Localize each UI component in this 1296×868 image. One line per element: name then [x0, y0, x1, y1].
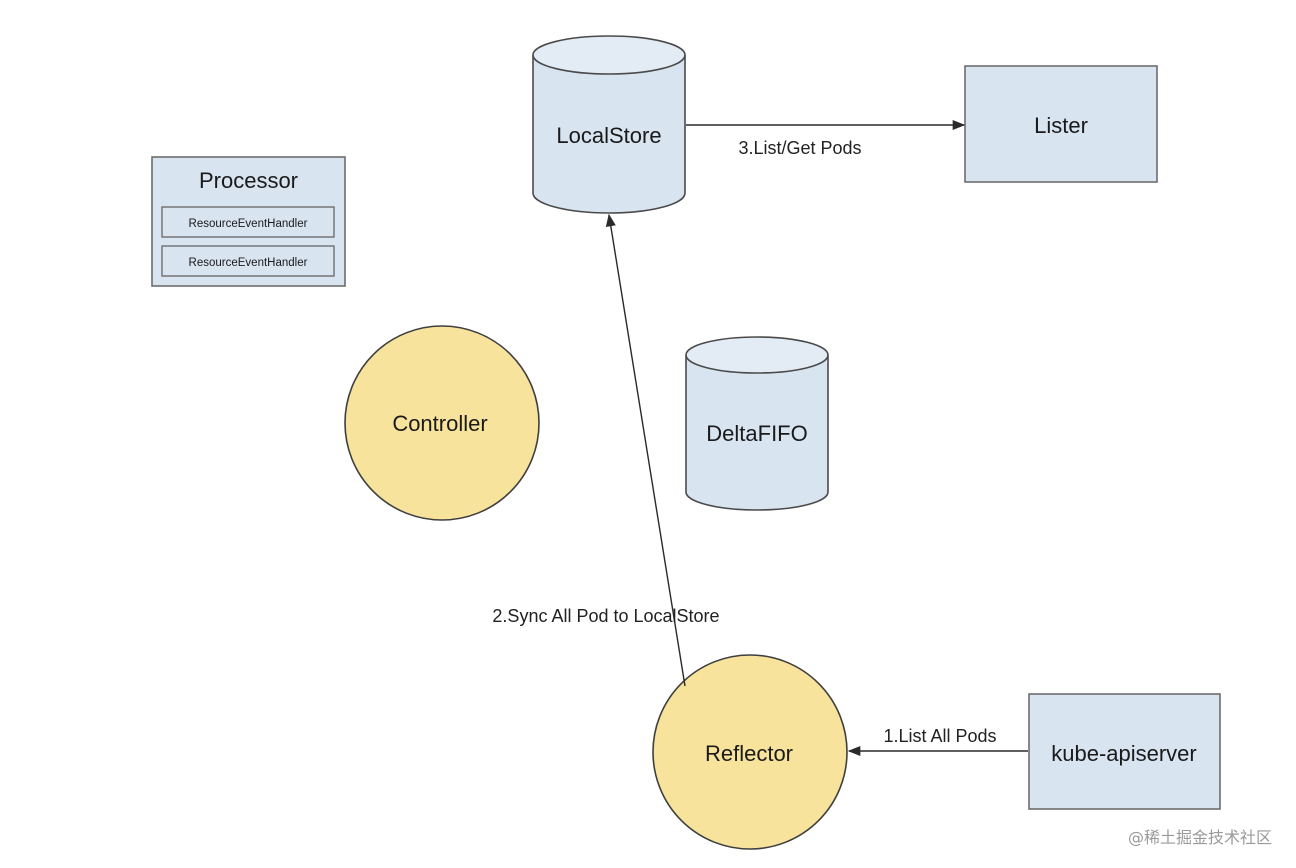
handler-box-2 — [161, 245, 335, 277]
deltafifo-label: DeltaFIFO — [706, 421, 807, 446]
localstore-cylinder-body — [532, 55, 686, 214]
edge-list-all-pods: 1.List All Pods — [847, 726, 1028, 757]
controller-node[interactable]: Controller — [344, 325, 540, 521]
edge-line-sync-all-pod — [605, 213, 686, 687]
edge-list-get-pods: 3.List/Get Pods — [686, 119, 966, 158]
apiserver-node[interactable]: kube-apiserver — [1028, 693, 1221, 810]
reflector-label: Reflector — [705, 741, 793, 766]
controller-circle — [344, 325, 540, 521]
reflector-node[interactable]: Reflector — [652, 654, 848, 850]
edge-sync-all-pod: 2.Sync All Pod to LocalStore — [492, 213, 720, 687]
deltafifo-cylinder-body — [685, 355, 829, 511]
watermark: @稀土掘金技术社区 — [1127, 828, 1272, 847]
localstore-cylinder-top — [532, 35, 686, 75]
edge-label-list-get-pods: 3.List/Get Pods — [738, 138, 861, 158]
localstore-label: LocalStore — [556, 123, 661, 148]
deltafifo-node[interactable]: DeltaFIFO — [685, 336, 829, 511]
apiserver-box — [1028, 693, 1221, 810]
deltafifo-cylinder-top — [685, 336, 829, 374]
handler-label-2: ResourceEventHandler — [189, 257, 308, 269]
processor-node[interactable]: Processor ResourceEventHandler ResourceE… — [151, 156, 346, 287]
lister-node[interactable]: Lister — [964, 65, 1158, 183]
apiserver-label: kube-apiserver — [1051, 741, 1197, 766]
reflector-circle — [652, 654, 848, 850]
controller-label: Controller — [392, 411, 487, 436]
localstore-node[interactable]: LocalStore — [532, 35, 686, 214]
edge-label-list-all-pods: 1.List All Pods — [883, 726, 996, 746]
lister-box — [964, 65, 1158, 183]
lister-label: Lister — [1034, 113, 1088, 138]
handler-label-1: ResourceEventHandler — [189, 218, 308, 230]
edge-label-sync-all-pod: 2.Sync All Pod to LocalStore — [492, 606, 719, 626]
processor-title: Processor — [199, 168, 298, 193]
handler-box-1 — [161, 206, 335, 238]
